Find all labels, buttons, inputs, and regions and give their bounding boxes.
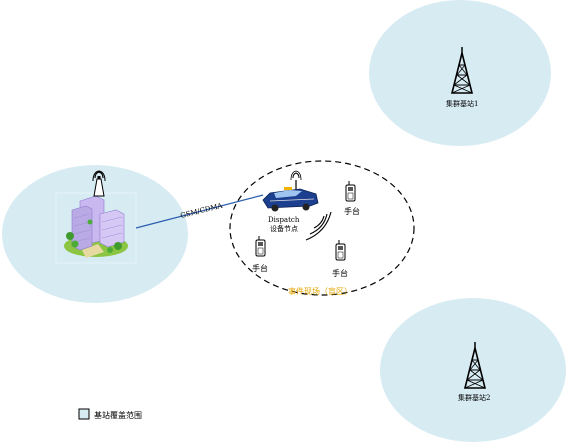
station1-label: 集群基站1	[446, 99, 478, 108]
handset-label-top-right: 手台	[344, 206, 360, 216]
radio-tower-icon	[463, 342, 487, 389]
coverage-area-station1	[369, 0, 551, 146]
handset-radio-icon	[255, 236, 266, 257]
legend-label: 基站覆盖范围	[94, 410, 142, 420]
signal-waves-icon	[305, 211, 332, 241]
dispatch-label-line1: Dispatch	[268, 216, 300, 224]
radio-tower-icon	[450, 47, 474, 94]
handset-radio-icon	[345, 181, 356, 202]
dispatch-label-line2: 设备节点	[270, 224, 298, 233]
event-zone-label: 事件现场（盲区）	[288, 286, 352, 296]
handset-label-left: 手台	[252, 263, 268, 273]
station2-label: 集群基站2	[458, 393, 490, 402]
handset-radio-icon	[335, 240, 346, 261]
handset-label-bottom: 手台	[332, 268, 348, 278]
rooftop-antenna-icon	[92, 170, 106, 197]
legend-swatch	[78, 408, 90, 420]
event-zone-border	[229, 160, 415, 296]
dispatch-vehicle-icon	[262, 170, 319, 212]
gsm-cdma-label: GSM/CDMA	[180, 202, 225, 220]
office-building-icon	[64, 195, 128, 258]
gsm-cdma-link	[135, 194, 264, 229]
